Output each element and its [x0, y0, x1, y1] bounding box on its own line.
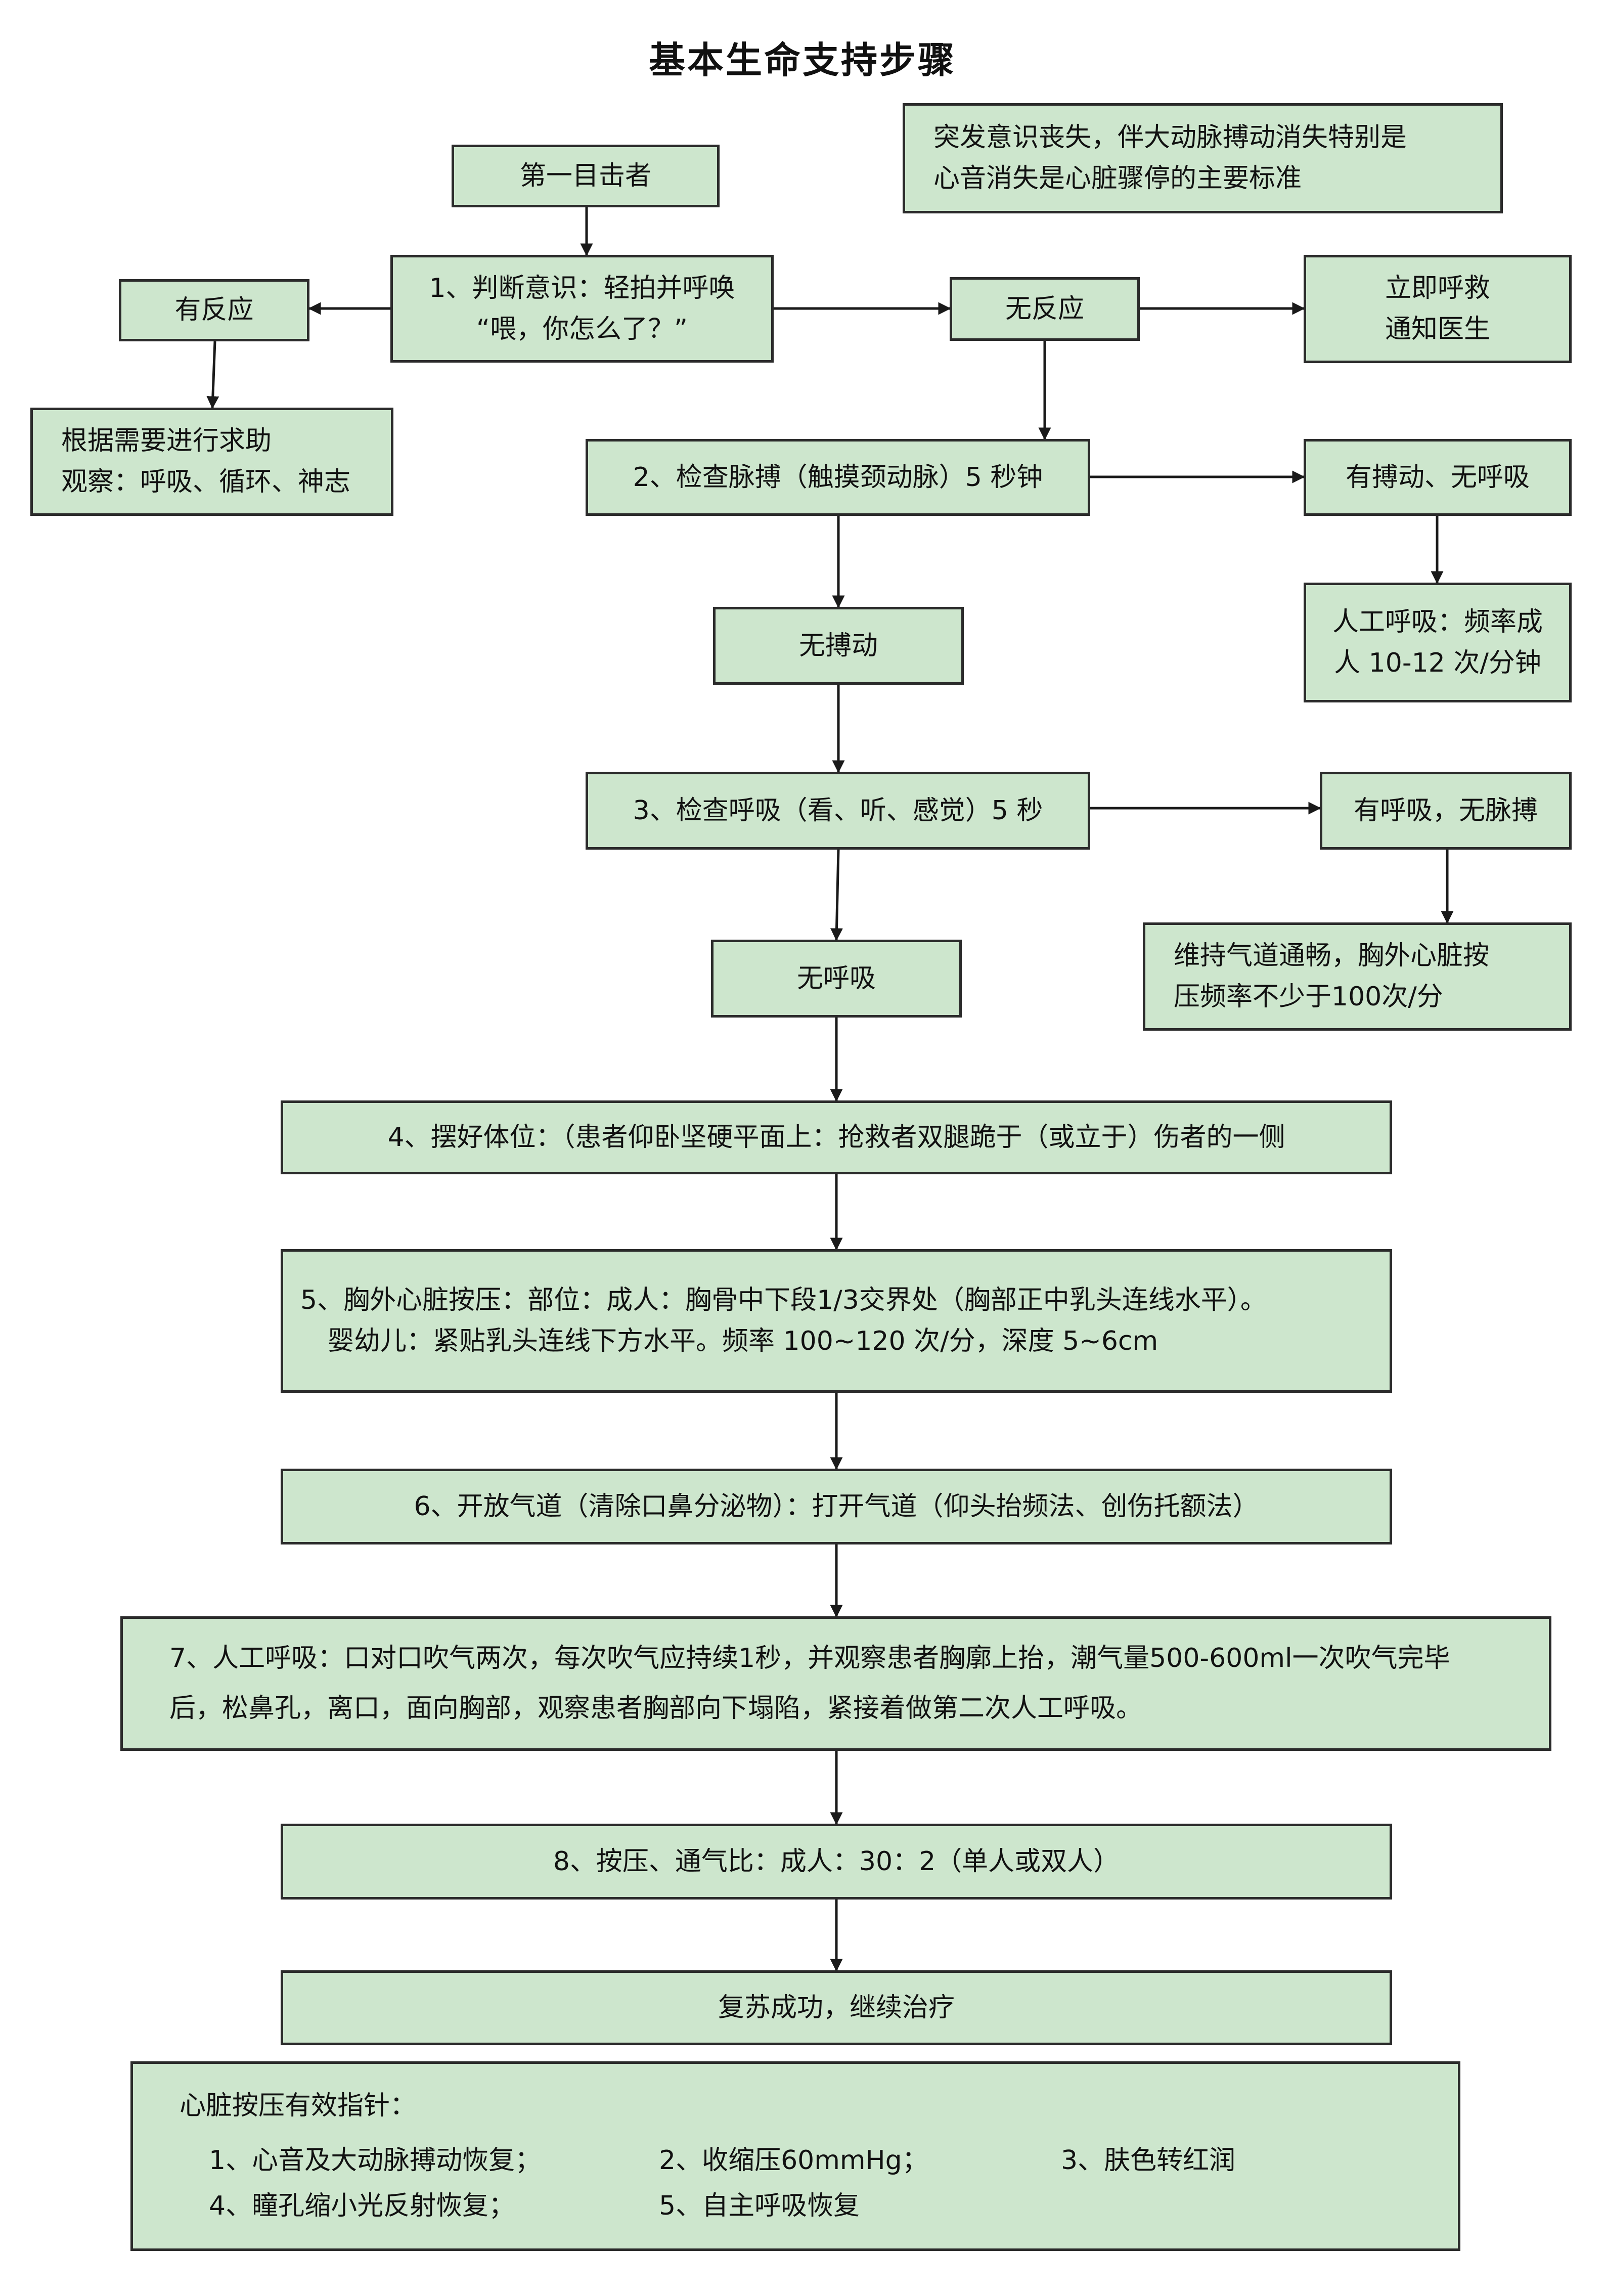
no-pulse-label: 无搏动	[798, 630, 878, 661]
maintain-line-2: 压频率不少于100次/分	[1174, 982, 1443, 1012]
step7-line-2: 后，松鼻孔，离口，面向胸部，观察患者胸部向下塌陷，紧接着做第二次人工呼吸。	[169, 1693, 1143, 1724]
first-witness-box: 第一目击者	[452, 145, 720, 207]
step3-label: 3、检查呼吸（看、听、感觉）5 秒	[633, 795, 1043, 826]
pulse-no-breathing-label: 有搏动、无呼吸	[1345, 462, 1530, 493]
maintain-line-1: 维持气道通畅，胸外心脏按	[1174, 941, 1490, 972]
indicator-item-3: 3、肤色转红润	[1061, 2145, 1236, 2176]
responsive-label: 有反应	[174, 295, 254, 326]
effective-compression-indicators-box: 心脏按压有效指针： 1、心音及大动脉搏动恢复； 2、收缩压60mmHg； 3、肤…	[130, 2061, 1460, 2251]
step6-open-airway-box: 6、开放气道（清除口鼻分泌物）：打开气道（仰头抬频法、创伤托额法）	[281, 1469, 1392, 1544]
step7-rescue-breaths-box: 7、人工呼吸：口对口吹气两次，每次吹气应持续1秒，并观察患者胸廓上抬，潮气量50…	[120, 1616, 1551, 1751]
arrow-step3-nobreath	[830, 849, 843, 941]
page-title: 基本生命支持步骤	[648, 39, 956, 81]
step5-chest-compression-box: 5、胸外心脏按压：部位：成人：胸骨中下段1/3交界处（胸部正中乳头连线水平）。 …	[281, 1249, 1392, 1393]
no-breathing-label: 无呼吸	[796, 963, 876, 994]
indicator-item-2: 2、收缩压60mmHg；	[659, 2145, 928, 2176]
indicators-title: 心脏按压有效指针：	[180, 2091, 417, 2121]
cardiac-arrest-criteria-box: 突发意识丧失，伴大动脉搏动消失特别是 心音消失是心脏骤停的主要标准	[903, 103, 1503, 213]
seek-help-box: 根据需要进行求助 观察：呼吸、循环、神志	[30, 408, 393, 516]
no-breathing-box: 无呼吸	[711, 940, 962, 1018]
step2-check-pulse-box: 2、检查脉搏（触摸颈动脉）5 秒钟	[586, 439, 1090, 516]
step1-line-2: “喂，你怎么了？”	[476, 314, 688, 344]
call-for-help-box: 立即呼救 通知医生	[1304, 255, 1572, 363]
maintain-airway-box: 维持气道通畅，胸外心脏按 压频率不少于100次/分	[1143, 922, 1572, 1031]
call-line-1: 立即呼救	[1385, 273, 1490, 304]
step3-check-breathing-box: 3、检查呼吸（看、听、感觉）5 秒	[586, 772, 1090, 850]
step5-line-1: 5、胸外心脏按压：部位：成人：胸骨中下段1/3交界处（胸部正中乳头连线水平）。	[300, 1285, 1267, 1316]
first-witness-label: 第一目击者	[519, 160, 651, 191]
breathing-no-pulse-box: 有呼吸，无脉搏	[1320, 772, 1572, 850]
criteria-line-2: 心音消失是心脏骤停的主要标准	[933, 163, 1302, 194]
rescue-breathing-box: 人工呼吸：频率成 人 10-12 次/分钟	[1304, 583, 1572, 702]
step1-line-1: 1、判断意识：轻拍并呼唤	[429, 273, 735, 303]
resuscitation-success-box: 复苏成功，继续治疗	[281, 1970, 1392, 2045]
step7-line-1: 7、人工呼吸：口对口吹气两次，每次吹气应持续1秒，并观察患者胸廓上抬，潮气量50…	[169, 1643, 1450, 1674]
criteria-line-1: 突发意识丧失，伴大动脉搏动消失特别是	[933, 122, 1407, 153]
step4-position-box: 4、摆好体位：（患者仰卧坚硬平面上：抢救者双腿跪于（或立于）伤者的一侧	[281, 1100, 1392, 1174]
rescue-breathing-line-1: 人工呼吸：频率成	[1332, 606, 1543, 637]
unresponsive-label: 无反应	[1005, 293, 1084, 324]
step1-assess-consciousness-box: 1、判断意识：轻拍并呼唤 “喂，你怎么了？”	[390, 255, 774, 363]
step2-label: 2、检查脉搏（触摸颈动脉）5 秒钟	[633, 462, 1043, 493]
arrow-responsive-help	[206, 341, 219, 409]
rescue-breathing-line-2: 人 10-12 次/分钟	[1334, 647, 1541, 678]
step8-ratio-box: 8、按压、通气比：成人：30：2（单人或双人）	[281, 1824, 1392, 1900]
no-pulse-box: 无搏动	[713, 607, 964, 685]
breathing-no-pulse-label: 有呼吸，无脉搏	[1353, 795, 1538, 826]
call-line-2: 通知医生	[1385, 314, 1490, 344]
indicator-item-4: 4、瞳孔缩小光反射恢复；	[209, 2191, 515, 2221]
help-line-1: 根据需要进行求助	[61, 426, 272, 457]
pulse-no-breathing-box: 有搏动、无呼吸	[1304, 439, 1572, 516]
help-line-2: 观察：呼吸、循环、神志	[61, 467, 351, 497]
indicator-item-5: 5、自主呼吸恢复	[659, 2191, 860, 2221]
responsive-box: 有反应	[119, 279, 309, 341]
step4-label: 4、摆好体位：（患者仰卧坚硬平面上：抢救者双腿跪于（或立于）伤者的一侧	[387, 1122, 1285, 1153]
indicator-item-1: 1、心音及大动脉搏动恢复；	[209, 2145, 542, 2176]
step5-line-2: 婴幼儿：紧贴乳头连线下方水平。频率 100~120 次/分，深度 5~6cm	[328, 1326, 1158, 1356]
success-label: 复苏成功，继续治疗	[718, 1992, 955, 2023]
step8-label: 8、按压、通气比：成人：30：2（单人或双人）	[553, 1846, 1120, 1877]
unresponsive-box: 无反应	[950, 277, 1140, 341]
step6-label: 6、开放气道（清除口鼻分泌物）：打开气道（仰头抬频法、创伤托额法）	[414, 1491, 1259, 1522]
